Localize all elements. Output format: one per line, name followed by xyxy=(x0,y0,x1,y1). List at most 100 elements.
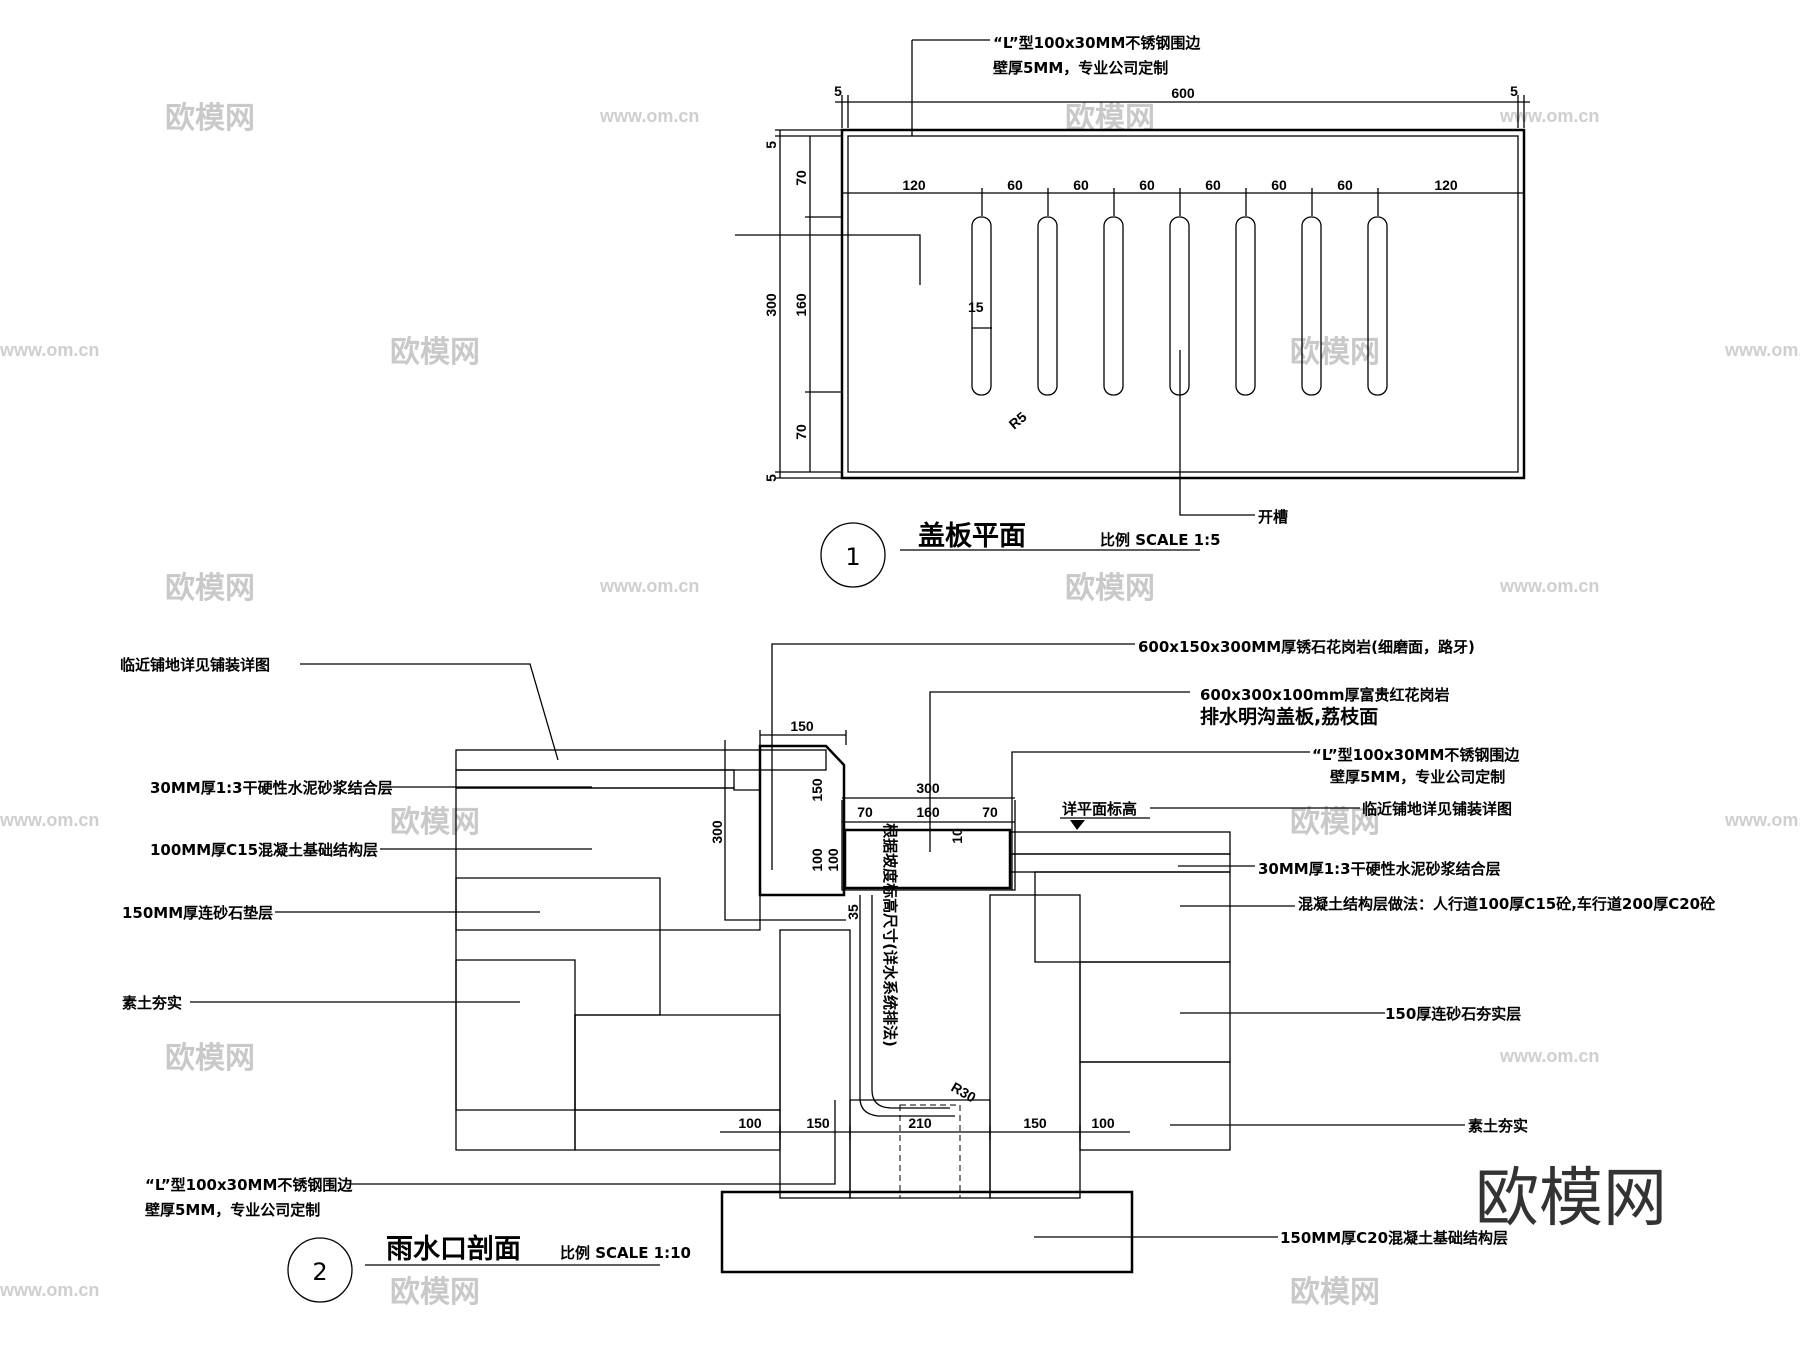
dim-label: 60 xyxy=(1271,177,1287,193)
top-label: 排水明沟盖板,荔枝面 xyxy=(1200,705,1378,728)
plan-title-block: 1 盖板平面 比例 SCALE 1:5 xyxy=(820,521,1221,588)
c20-foundation xyxy=(720,1190,1134,1274)
right-label: 150MM厚C20混凝土基础结构层 xyxy=(1280,1229,1508,1247)
dim-label: 100 xyxy=(738,1115,762,1131)
vertical-note: 根据坡度标高尺寸(详水系统排法) xyxy=(881,823,899,1047)
section-number: 2 xyxy=(312,1258,327,1286)
cover-plate-outer xyxy=(847,135,1519,473)
dim-label: 60 xyxy=(1007,177,1023,193)
dim-label: 70 xyxy=(793,424,809,440)
drain-pipe-outline xyxy=(899,1104,961,1199)
section-scale: 比例 SCALE 1:10 xyxy=(560,1244,691,1262)
dim-label: 10 xyxy=(949,828,965,844)
watermark-url: www.om.cn xyxy=(599,576,699,596)
left-label: 100MM厚C15混凝土基础结构层 xyxy=(150,841,378,859)
drain-slot xyxy=(1103,216,1124,396)
watermark-url: www.om.cn xyxy=(0,1280,99,1300)
right-label: 30MM厚1:3干硬性水泥砂浆结合层 xyxy=(1258,860,1501,878)
dim-label: 150 xyxy=(809,778,825,802)
right-gravel xyxy=(1079,961,1231,1063)
plan-number-circle xyxy=(820,522,886,588)
left-paving xyxy=(455,749,827,771)
right-label: 混凝土结构层做法：人行道100厚C15砼,车行道200厚C20砼 xyxy=(1298,895,1716,913)
dim-label: 100 xyxy=(825,848,841,872)
cover-plate xyxy=(843,828,1012,890)
plan-scale: 比例 SCALE 1:5 xyxy=(1100,531,1221,549)
watermark-url: www.om.cn xyxy=(1724,340,1800,360)
right-mortar xyxy=(1009,853,1231,873)
plan-note-line: 壁厚5MM，专业公司定制 xyxy=(993,59,1168,77)
left-channel-wall xyxy=(779,929,851,1199)
drain-slot xyxy=(971,216,992,396)
left-label: 30MM厚1:3干硬性水泥砂浆结合层 xyxy=(150,779,393,797)
dim-label: 100 xyxy=(1091,1115,1115,1131)
top-label: 600x150x300MM厚锈石花岗岩(细磨面，路牙) xyxy=(1138,638,1475,656)
section-title: 雨水口剖面 xyxy=(386,1233,521,1265)
dim-label: 160 xyxy=(793,293,809,317)
watermark-url: www.om.cn xyxy=(1499,576,1599,596)
left-bottom-note: 壁厚5MM，专业公司定制 xyxy=(145,1201,320,1219)
dim-label: 600 xyxy=(1171,85,1195,101)
watermark-brand: 欧模网 xyxy=(1065,571,1155,606)
right-note: “L”型100x30MM不锈钢围边 xyxy=(1312,746,1520,764)
left-bottom-note: “L”型100x30MM不锈钢围边 xyxy=(145,1176,353,1194)
drain-slot xyxy=(1367,216,1388,396)
left-label: 150MM厚连砂石垫层 xyxy=(122,904,273,922)
cover-plate-frame xyxy=(840,128,1526,480)
right-concrete xyxy=(1034,871,1231,963)
watermark-brand: 欧模网 xyxy=(165,1041,255,1076)
dim-label: 100 xyxy=(809,848,825,872)
dim-label: 60 xyxy=(1139,177,1155,193)
watermark-brand: 欧模网 xyxy=(165,571,255,606)
slot-width-label: 15 xyxy=(968,299,984,315)
right-note: 壁厚5MM，专业公司定制 xyxy=(1330,768,1505,786)
plan-title: 盖板平面 xyxy=(918,521,1026,552)
plan-left-dimensions: 5 300 5 70 160 70 xyxy=(763,129,842,482)
watermark-brand: 欧模网 xyxy=(390,335,480,370)
dim-label: 60 xyxy=(1337,177,1353,193)
watermark-url: www.om.cn xyxy=(1499,106,1599,126)
right-label: 素土夯实 xyxy=(1468,1117,1528,1135)
drain-slot xyxy=(1301,216,1322,396)
watermark-url: www.om.cn xyxy=(1724,810,1800,830)
right-paving xyxy=(1009,831,1231,855)
section-top-annotations: 600x150x300MM厚锈石花岗岩(细磨面，路牙) 600x300x100m… xyxy=(771,638,1475,870)
dim-label: 70 xyxy=(793,170,809,186)
dim-label: 5 xyxy=(763,474,779,482)
left-label: 临近铺地详见铺装详图 xyxy=(120,656,270,674)
dim-label: 120 xyxy=(902,177,926,193)
watermark-layer: 欧模网 www.om.cn 欧模网 www.om.cn www.om.cn 欧模… xyxy=(0,101,1800,1310)
section-dimensions: 150 150 300 100 35 300 70 160 70 100 10 … xyxy=(709,718,1130,1140)
section-number-circle xyxy=(287,1237,353,1303)
radius-label: R5 xyxy=(1006,408,1030,432)
dim-label: 5 xyxy=(1510,83,1518,99)
watermark-url: www.om.cn xyxy=(0,810,99,830)
section-left-annotations: 临近铺地详见铺装详图 30MM厚1:3干硬性水泥砂浆结合层 100MM厚C15混… xyxy=(120,656,836,1219)
right-label: 临近铺地详见铺装详图 xyxy=(1362,800,1512,818)
dim-label: 210 xyxy=(908,1115,932,1131)
watermark-brand: 欧模网 xyxy=(1290,335,1380,370)
drain-slot xyxy=(1235,216,1256,396)
dim-label: 120 xyxy=(1434,177,1458,193)
dim-label: 35 xyxy=(845,904,861,920)
elevation-marker: 详平面标高 xyxy=(1060,800,1150,830)
left-mortar xyxy=(455,769,735,789)
watermark-brand: 欧模网 xyxy=(1290,805,1380,840)
watermark-brand: 欧模网 xyxy=(1290,1275,1380,1310)
plan-number: 1 xyxy=(845,543,860,571)
plan-annotations: “L”型100x30MM不锈钢围边 壁厚5MM，专业公司定制 15 R5 开槽 xyxy=(735,34,1288,526)
dim-label: 5 xyxy=(763,141,779,149)
drain-section-view: 150 150 300 100 35 300 70 160 70 100 10 … xyxy=(120,638,1716,1303)
plan-top-dimensions: 5 600 5 120 60 60 60 60 60 60 120 xyxy=(834,83,1530,216)
elevation-label: 详平面标高 xyxy=(1062,800,1137,818)
watermark-url: www.om.cn xyxy=(1499,1046,1599,1066)
right-soil xyxy=(1079,1061,1231,1151)
section-title-block: 2 雨水口剖面 比例 SCALE 1:10 xyxy=(287,1233,691,1303)
watermark-url: www.om.cn xyxy=(599,106,699,126)
channel-bottom xyxy=(849,1099,991,1199)
drain-slot xyxy=(1037,216,1058,396)
channel-slope-line xyxy=(871,895,950,1109)
corner-watermark-logo: 欧模网 xyxy=(1475,1162,1667,1236)
dim-label: 70 xyxy=(982,804,998,820)
